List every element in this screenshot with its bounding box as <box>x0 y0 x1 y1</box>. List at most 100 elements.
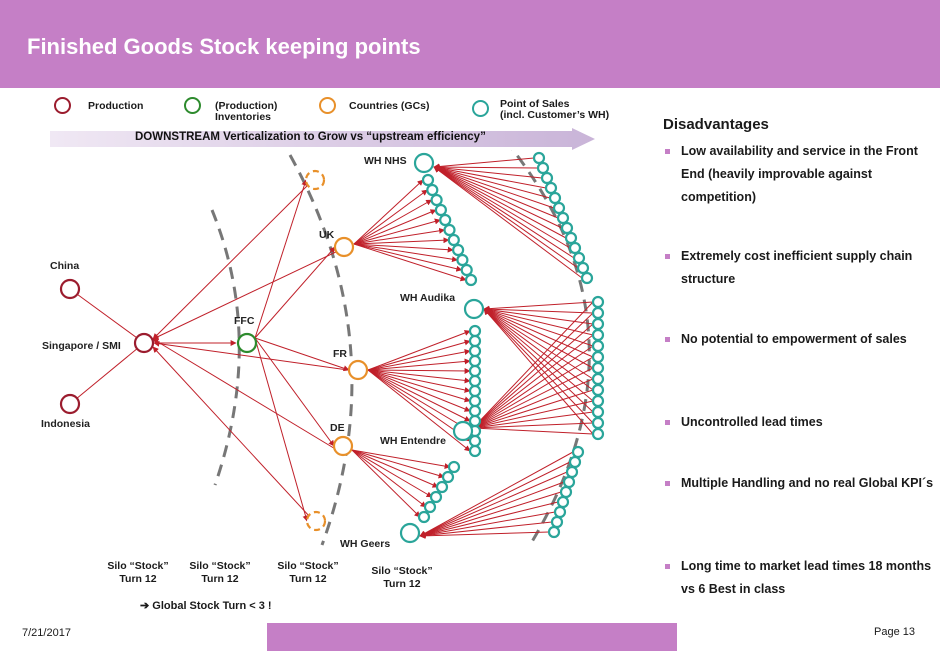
pos-node <box>547 525 561 539</box>
silo-divider-1 <box>210 209 241 486</box>
label-china: China <box>50 260 80 272</box>
flow-arrow <box>433 164 543 179</box>
list-item: Long time to market lead times 18 months… <box>665 555 937 601</box>
footer-page-number: Page 13 <box>874 626 915 638</box>
pos-node <box>571 445 585 459</box>
pos-node <box>572 251 586 265</box>
page-title: Finished Goods Stock keeping points <box>27 34 421 59</box>
pos-node <box>591 394 605 408</box>
pos-node <box>591 372 605 386</box>
flow-arrow <box>351 449 421 518</box>
flow-arrow <box>483 307 594 336</box>
flow-arrow <box>353 243 454 253</box>
label-indonesia: Indonesia <box>41 418 91 430</box>
flow-arrow <box>433 166 575 259</box>
flow-arrow <box>367 330 471 371</box>
list-item: Uncontrolled lead times <box>665 411 937 434</box>
list-item: Low availability and service in the Fron… <box>665 140 937 209</box>
flow-arrow <box>483 306 594 314</box>
flow-arrow <box>419 521 553 539</box>
flow-arrow <box>472 345 594 429</box>
pos-node <box>591 328 605 342</box>
silo-divider-2 <box>288 154 354 546</box>
flow-arrow <box>152 346 311 518</box>
pos-node <box>556 211 570 225</box>
flow-arrow <box>353 179 424 245</box>
flow-arrow <box>433 164 539 171</box>
flow-arrow <box>351 449 439 488</box>
flow-arrow <box>254 246 336 339</box>
pos-node <box>430 193 443 207</box>
flow-arrow <box>472 356 594 429</box>
flow-arrow <box>353 218 441 245</box>
flow-arrow <box>367 369 471 442</box>
flow-arrow <box>433 166 571 249</box>
label-wh-entendre: WH Entendre <box>380 435 446 447</box>
pos-node <box>452 243 465 257</box>
pos-node <box>443 223 456 237</box>
pos-node <box>434 203 447 217</box>
pos-node <box>591 306 605 320</box>
flow-arrow <box>153 340 349 371</box>
flow-arrow <box>419 471 568 537</box>
china-node <box>59 278 81 300</box>
pos-node <box>564 231 578 245</box>
country-node-dashed <box>305 510 327 532</box>
network-diagram <box>59 150 605 546</box>
pos-node <box>429 490 443 504</box>
pos-node <box>591 350 605 364</box>
flow-arrow <box>483 308 594 424</box>
pos-node <box>468 374 482 388</box>
pos-node <box>468 354 482 368</box>
label-fr: FR <box>333 348 347 360</box>
flow-arrow <box>419 461 571 537</box>
flow-arrow <box>367 369 471 452</box>
flow-arrow <box>433 166 583 279</box>
pos-node <box>468 324 482 338</box>
legend-country-label: Countries (GCs) <box>349 100 430 112</box>
pos-node <box>568 455 582 469</box>
wh-nhs-node <box>413 152 435 174</box>
flow-arrow <box>367 367 471 374</box>
label-uk: UK <box>319 229 335 241</box>
flow-arrow <box>353 189 428 245</box>
flow-arrow <box>152 250 339 340</box>
pos-node <box>468 404 482 418</box>
header-bar <box>0 0 940 88</box>
list-item: Extremely cost inefficient supply chain … <box>665 245 937 291</box>
pos-node <box>464 273 478 287</box>
flow-arrow <box>483 301 594 312</box>
flow-arrow <box>152 338 338 451</box>
pos-node <box>548 191 562 205</box>
legend-country-icon <box>319 97 336 114</box>
pos-node <box>441 470 455 484</box>
flow-arrow <box>433 166 563 229</box>
flow-arrow <box>472 378 594 429</box>
flow-arrow <box>254 337 309 522</box>
flow-arrow <box>472 411 594 431</box>
pos-node <box>553 505 567 519</box>
pos-node <box>562 475 576 489</box>
flow-arrow <box>69 342 145 405</box>
pos-node <box>540 171 554 185</box>
flow-arrow <box>483 306 594 325</box>
pos-node <box>447 460 461 474</box>
flow-arrow <box>367 369 471 432</box>
list-item: Multiple Handling and no real Global KPI… <box>665 472 937 495</box>
flow-arrow <box>351 449 433 498</box>
label-wh-audika: WH Audika <box>400 292 456 304</box>
flow-arrow <box>367 369 471 422</box>
flow-arrow <box>483 308 594 413</box>
pos-node <box>591 405 605 419</box>
flow-arrow <box>483 308 594 391</box>
pos-node <box>468 334 482 348</box>
flow-arrow <box>472 422 594 431</box>
pos-node <box>447 233 460 247</box>
legend-production-icon <box>54 97 71 114</box>
uk-node <box>333 236 355 258</box>
pos-node <box>468 384 482 398</box>
label-wh-geers: WH Geers <box>340 538 391 550</box>
flow-arrow <box>367 369 471 403</box>
flow-arrow <box>472 312 594 429</box>
flow-arrow <box>367 358 471 371</box>
